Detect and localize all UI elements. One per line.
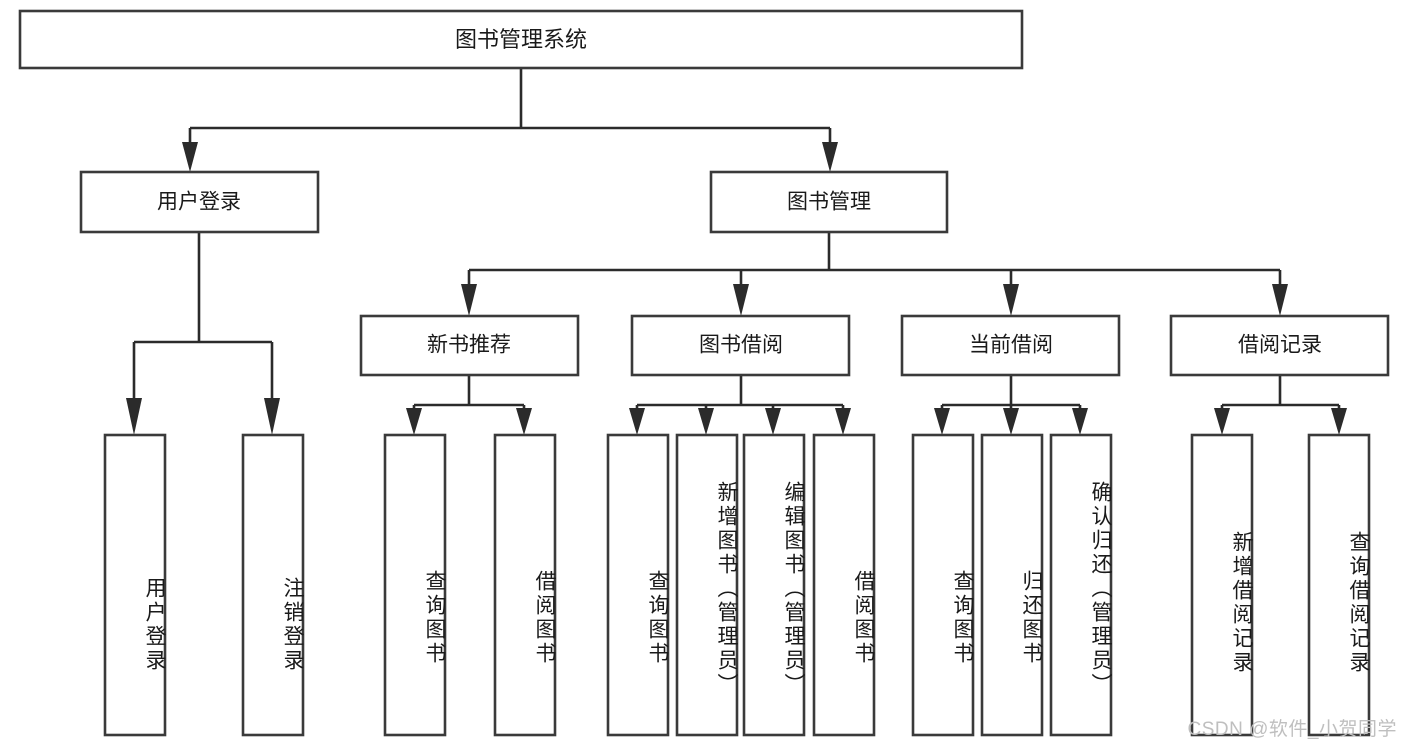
leaf-label-borrow-book-2: 借阅图书 bbox=[852, 569, 875, 666]
arrow-head-book-management bbox=[822, 142, 838, 172]
leaf-box-return-book[interactable] bbox=[980, 433, 1044, 737]
leaf-label-query-book-1: 查询图书 bbox=[423, 569, 446, 666]
arrow-head-leaf-add-book-admin bbox=[698, 408, 714, 435]
connector-group-book-borrow bbox=[629, 375, 851, 435]
node-user-login-label: 用户登录 bbox=[157, 191, 241, 214]
node-title-label: 图书管理系统 bbox=[455, 27, 587, 52]
leaf-label-query-borrow-record: 查询借阅记录 bbox=[1347, 530, 1370, 675]
arrow-head-leaf-confirm-return-admin bbox=[1072, 408, 1088, 435]
arrow-head-new-book-recommend bbox=[461, 284, 477, 316]
node-borrow-record[interactable]: 借阅记录 bbox=[1169, 314, 1390, 377]
node-book-borrow-box[interactable] bbox=[630, 314, 851, 377]
node-book-management-box[interactable] bbox=[709, 170, 949, 234]
leaf-label-edit-book-admin: 编辑图书（管理员） bbox=[782, 480, 805, 697]
node-book-borrow[interactable]: 图书借阅 bbox=[630, 314, 851, 377]
leaf-box-edit-book-admin[interactable] bbox=[742, 433, 806, 737]
arrow-head-book-borrow bbox=[733, 284, 749, 316]
connector-group-current-borrow bbox=[934, 375, 1088, 435]
node-user-login[interactable]: 用户登录 bbox=[79, 170, 320, 234]
connector-group-new-book-recommend bbox=[406, 375, 532, 435]
leaf-label-query-book-3: 查询图书 bbox=[951, 569, 974, 666]
leaf-box-user-login[interactable] bbox=[103, 433, 167, 737]
arrow-head-leaf-add-borrow-record bbox=[1214, 408, 1230, 435]
leaf-box-logout-login[interactable] bbox=[241, 433, 305, 737]
leaf-label-add-book-admin: 新增图书（管理员） bbox=[715, 480, 738, 697]
leaf-box-add-book-admin[interactable] bbox=[675, 433, 739, 737]
node-current-borrow[interactable]: 当前借阅 bbox=[900, 314, 1121, 377]
arrow-head-leaf-borrow-book-1 bbox=[516, 408, 532, 435]
node-title-box[interactable] bbox=[18, 9, 1024, 70]
leaf-box-query-borrow-record[interactable] bbox=[1307, 433, 1371, 737]
arrow-head-current-borrow bbox=[1003, 284, 1019, 316]
node-borrow-record-label: 借阅记录 bbox=[1238, 334, 1322, 357]
leaf-label-return-book: 归还图书 bbox=[1020, 569, 1043, 666]
arrow-head-leaf-query-book-2 bbox=[629, 408, 645, 435]
node-book-management[interactable]: 图书管理 bbox=[709, 170, 949, 234]
leaf-box-confirm-return-admin[interactable] bbox=[1049, 433, 1113, 737]
node-book-management-label: 图书管理 bbox=[787, 191, 871, 214]
arrow-head-leaf-query-borrow-record bbox=[1331, 408, 1347, 435]
arrow-head-leaf-edit-book-admin bbox=[765, 408, 781, 435]
connector-group-book-management bbox=[461, 232, 1288, 316]
leaf-label-user-login: 用户登录 bbox=[143, 577, 166, 673]
arrow-head-leaf-query-book-1 bbox=[406, 408, 422, 435]
leaf-label-add-borrow-record: 新增借阅记录 bbox=[1230, 530, 1253, 675]
leaf-box-query-book-2[interactable] bbox=[606, 433, 670, 737]
leaf-box-borrow-book-1[interactable] bbox=[493, 433, 557, 737]
leaf-label-borrow-book-1: 借阅图书 bbox=[533, 569, 556, 666]
leaf-box-group bbox=[103, 433, 1371, 737]
leaf-label-confirm-return-admin: 确认归还（管理员） bbox=[1089, 480, 1112, 697]
connector-group-root bbox=[182, 68, 838, 172]
arrow-head-leaf-borrow-book-2 bbox=[835, 408, 851, 435]
node-current-borrow-label: 当前借阅 bbox=[969, 334, 1053, 357]
node-new-book-recommend-box[interactable] bbox=[359, 314, 580, 377]
node-book-borrow-label: 图书借阅 bbox=[699, 334, 783, 357]
leaf-box-add-borrow-record[interactable] bbox=[1190, 433, 1254, 737]
leaf-label-query-book-2: 查询图书 bbox=[646, 569, 669, 666]
leaf-label-logout-login: 注销登录 bbox=[281, 577, 304, 673]
node-title[interactable]: 图书管理系统 bbox=[18, 9, 1024, 70]
arrow-head-leaf-logout-login bbox=[264, 398, 280, 435]
connector-group-user-login bbox=[126, 232, 280, 435]
node-new-book-recommend-label: 新书推荐 bbox=[427, 334, 511, 357]
node-new-book-recommend[interactable]: 新书推荐 bbox=[359, 314, 580, 377]
connector-group-borrow-record bbox=[1214, 375, 1347, 435]
arrow-head-leaf-query-book-3 bbox=[934, 408, 950, 435]
leaf-box-borrow-book-2[interactable] bbox=[812, 433, 876, 737]
node-borrow-record-box[interactable] bbox=[1169, 314, 1390, 377]
node-current-borrow-box[interactable] bbox=[900, 314, 1121, 377]
leaf-box-query-book-3[interactable] bbox=[911, 433, 975, 737]
node-user-login-box[interactable] bbox=[79, 170, 320, 234]
arrow-head-leaf-user-login bbox=[126, 398, 142, 435]
arrow-head-user-login bbox=[182, 142, 198, 172]
arrow-head-leaf-return-book bbox=[1003, 408, 1019, 435]
leaf-box-query-book-1[interactable] bbox=[383, 433, 447, 737]
csdn-watermark: CSDN @软件_小贺同学 bbox=[1187, 719, 1397, 740]
arrow-head-borrow-record bbox=[1272, 284, 1288, 316]
